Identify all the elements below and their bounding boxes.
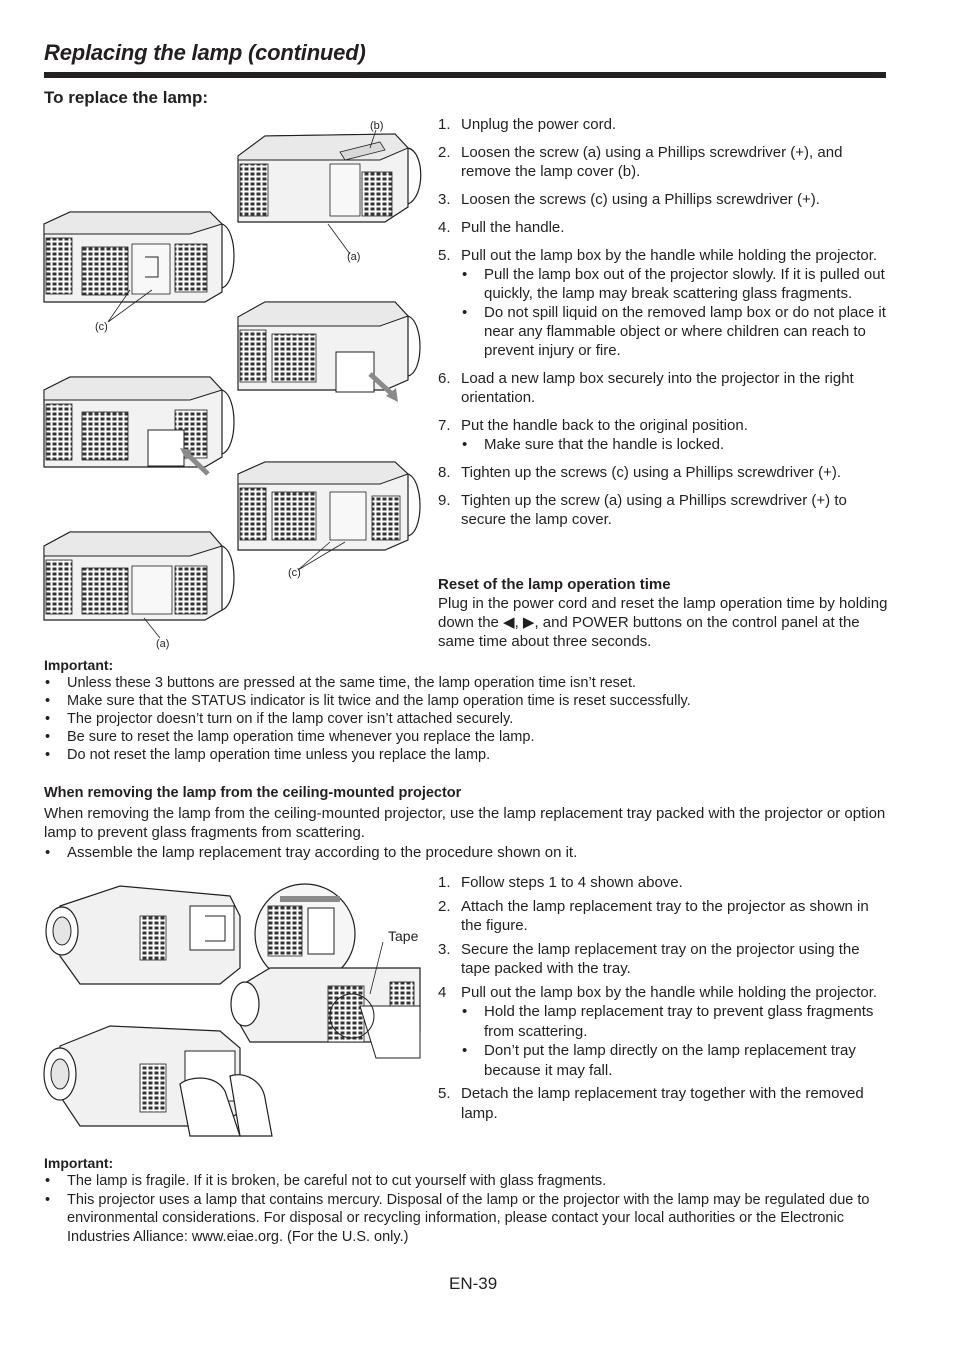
important-item: Be sure to reset the lamp operation time… <box>44 728 886 746</box>
reset-section: Reset of the lamp operation time Plug in… <box>438 575 888 651</box>
important-heading: Important: <box>44 657 114 673</box>
ceiling-section: When removing the lamp from the ceiling-… <box>44 784 886 862</box>
step-item: 5.Detach the lamp replacement tray toget… <box>438 1085 864 1122</box>
magnified-detail <box>254 883 356 985</box>
important-item: Make sure that the STATUS indicator is l… <box>44 692 886 710</box>
step-item: 3.Secure the lamp replacement tray on th… <box>438 940 860 978</box>
projector-drawing-1 <box>237 133 422 223</box>
step-item: 8.Tighten up the screws (c) using a Phil… <box>438 464 841 481</box>
bullet-item: Don’t put the lamp directly on the lamp … <box>461 1041 888 1080</box>
ceiling-heading: When removing the lamp from the ceiling-… <box>44 785 462 801</box>
important-heading: Important: <box>44 1155 114 1171</box>
page-title: Replacing the lamp (continued) <box>44 40 366 65</box>
projector-tray-drawing-1 <box>45 885 241 985</box>
label-a-top: (a) <box>347 251 360 263</box>
important-section-2: Important: The lamp is fragile. If it is… <box>44 1154 886 1246</box>
bullet-item: Pull the lamp box out of the projector s… <box>461 265 888 303</box>
step-item: 7.Put the handle back to the original po… <box>438 416 888 454</box>
projector-tray-drawing-2 <box>230 967 421 1059</box>
projector-drawing-2 <box>43 211 235 303</box>
projector-drawing-6 <box>43 531 235 621</box>
replacement-steps: 1.Unplug the power cord. 2.Loosen the sc… <box>438 115 888 538</box>
lamp-replacement-illustration: (b) (a) (c) (c) (a) <box>43 120 422 650</box>
step-item: 5.Pull out the lamp box by the handle wh… <box>438 246 888 360</box>
page-number: EN-39 <box>449 1274 498 1293</box>
step-item: 6.Load a new lamp box securely into the … <box>438 370 854 406</box>
step-item: 3.Loosen the screws (c) using a Phillips… <box>438 191 820 208</box>
step-item: 2.Loosen the screw (a) using a Phillips … <box>438 144 843 180</box>
title-rule <box>44 72 886 78</box>
reset-text: Plug in the power cord and reset the lam… <box>438 595 888 650</box>
important-item: Unless these 3 buttons are pressed at th… <box>44 674 886 692</box>
label-c-left: (c) <box>95 321 108 333</box>
important-item: This projector uses a lamp that contains… <box>44 1191 886 1247</box>
step-item: 9.Tighten up the screw (a) using a Phill… <box>438 492 847 528</box>
important-item: The lamp is fragile. If it is broken, be… <box>44 1172 886 1191</box>
step-item: 2.Attach the lamp replacement tray to th… <box>438 897 869 935</box>
ceiling-text: When removing the lamp from the ceiling-… <box>44 804 886 842</box>
label-c-right: (c) <box>288 567 301 579</box>
reset-heading: Reset of the lamp operation time <box>438 576 671 593</box>
step-item: 4.Pull the handle. <box>438 219 565 236</box>
projector-drawing-3 <box>237 301 421 402</box>
step-item: 1.Follow steps 1 to 4 shown above. <box>438 874 683 891</box>
ceiling-tray-illustration: Tape <box>43 883 421 1137</box>
projector-drawing-4 <box>43 376 235 476</box>
label-b: (b) <box>370 120 383 132</box>
step-item: 1.Unplug the power cord. <box>438 116 617 133</box>
leader-lines <box>107 129 377 639</box>
bullet-item: Make sure that the handle is locked. <box>461 435 888 454</box>
projector-drawing-5 <box>237 461 421 551</box>
section-heading: To replace the lamp: <box>44 88 209 107</box>
important-section-1: Important: Unless these 3 buttons are pr… <box>44 656 886 764</box>
important-item: Do not reset the lamp operation time unl… <box>44 746 886 764</box>
bullet-item: Hold the lamp replacement tray to preven… <box>461 1002 888 1041</box>
tape-label: Tape <box>388 928 419 944</box>
label-a-bottom: (a) <box>156 638 169 650</box>
bullet-item: Do not spill liquid on the removed lamp … <box>461 303 888 360</box>
projector-tray-drawing-3 <box>43 1025 273 1137</box>
ceiling-bullet: Assemble the lamp replacement tray accor… <box>44 843 886 863</box>
ceiling-steps: 1.Follow steps 1 to 4 shown above. 2.Att… <box>438 873 888 1123</box>
important-item: The projector doesn’t turn on if the lam… <box>44 710 886 728</box>
